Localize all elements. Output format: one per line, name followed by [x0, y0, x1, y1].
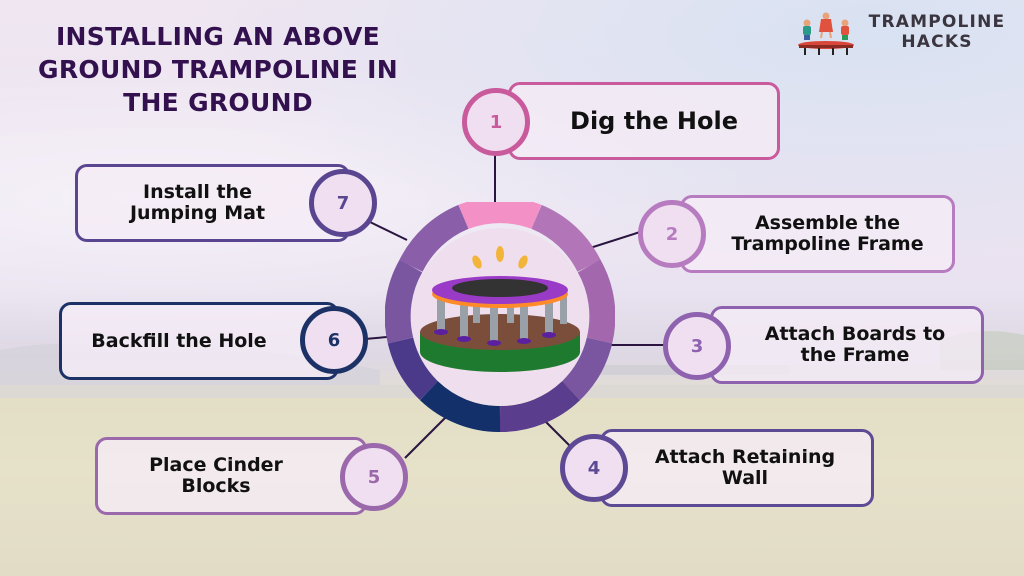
step-6-box[interactable]: Backfill the Hole — [59, 302, 339, 380]
step-5-label: Place Cinder Blocks — [149, 454, 283, 497]
step-1-box[interactable]: Dig the Hole — [508, 82, 780, 160]
brand-logo[interactable]: TRAMPOLINE HACKS — [795, 10, 1020, 60]
step-5-number: 5 — [340, 443, 408, 511]
step-2-label: Assemble the Trampoline Frame — [731, 212, 924, 255]
trampoline-icon — [420, 246, 580, 372]
step-7-box[interactable]: Install the Jumping Mat — [75, 164, 350, 242]
logo-line-1: TRAMPOLINE — [868, 12, 1006, 32]
logo-line-2: HACKS — [901, 32, 973, 52]
step-6-label: Backfill the Hole — [91, 329, 267, 352]
step-3-label: Attach Boards to the Frame — [764, 323, 946, 366]
step-3-box[interactable]: Attach Boards to the Frame — [710, 306, 984, 384]
step-3-number: 3 — [663, 312, 731, 380]
trampoline-hub — [385, 202, 615, 432]
step-2-box[interactable]: Assemble the Trampoline Frame — [680, 195, 955, 273]
step-4-label: Attach Retaining Wall — [654, 446, 836, 489]
kids-jumping-on-trampoline-icon — [798, 12, 854, 55]
step-2-number: 2 — [638, 200, 706, 268]
step-1-number: 1 — [462, 88, 530, 156]
step-5-box[interactable]: Place Cinder Blocks — [95, 437, 367, 515]
page-title: INSTALLING AN ABOVE GROUND TRAMPOLINE IN… — [38, 22, 398, 117]
step-7-number: 7 — [309, 169, 377, 237]
step-7-label: Install the Jumping Mat — [129, 181, 266, 224]
step-6-number: 6 — [300, 306, 368, 374]
step-1-label: Dig the Hole — [570, 106, 738, 135]
step-4-number: 4 — [560, 434, 628, 502]
step-4-box[interactable]: Attach Retaining Wall — [600, 429, 874, 507]
